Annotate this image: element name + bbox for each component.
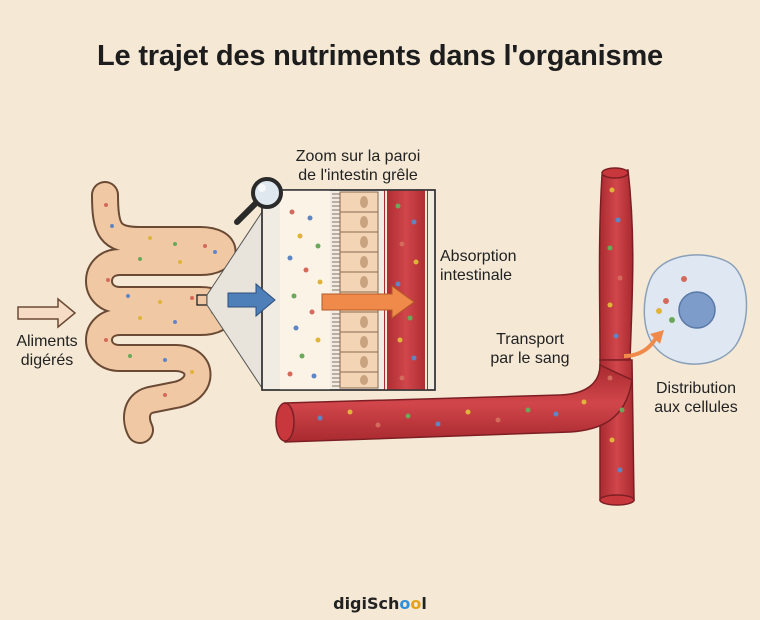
label-absorption: Absorption intestinale <box>440 247 536 285</box>
zoom-panel <box>261 189 436 391</box>
label-distribution: Distribution aux cellules <box>640 379 752 417</box>
label-zoom: Zoom sur la paroi de l'intestin grêle <box>258 147 458 185</box>
label-distribution-line1: Distribution <box>655 380 737 397</box>
label-zoom-line1: Zoom sur la paroi <box>295 148 421 165</box>
lumen-nutrient-dots <box>287 209 323 379</box>
page-title: Le trajet des nutriments dans l'organism… <box>97 40 663 72</box>
blood-vessel <box>275 167 635 506</box>
brand-logo: digiSchool <box>0 594 760 613</box>
label-absorption-line2: intestinale <box>440 267 513 284</box>
brand-suffix: l <box>421 594 427 613</box>
distribution-arrow-icon <box>623 330 664 358</box>
label-food-line2: digérés <box>20 352 74 369</box>
blood-nutrient-dots <box>317 187 625 473</box>
label-distribution-line2: aux cellules <box>654 399 738 416</box>
brand-o1: o <box>399 594 411 613</box>
label-zoom-line2: de l'intestin grêle <box>298 167 418 184</box>
label-food: Aliments digérés <box>6 332 88 370</box>
input-arrow-icon <box>17 297 77 329</box>
label-food-line1: Aliments <box>16 333 78 350</box>
magnifier-icon <box>234 177 283 225</box>
label-transport-line2: par le sang <box>490 350 570 367</box>
orange-arrow-icon <box>321 285 415 319</box>
brand-prefix: digiSch <box>333 594 400 613</box>
brand-o2: o <box>410 594 422 613</box>
small-intestine <box>85 181 236 444</box>
label-transport: Transport par le sang <box>480 330 580 368</box>
body-cell <box>643 254 748 365</box>
blue-arrow-icon <box>227 282 276 318</box>
capillary-vessel <box>384 190 428 390</box>
label-absorption-line1: Absorption <box>440 248 517 265</box>
epithelial-cells <box>332 191 379 389</box>
label-transport-line1: Transport <box>496 331 564 348</box>
